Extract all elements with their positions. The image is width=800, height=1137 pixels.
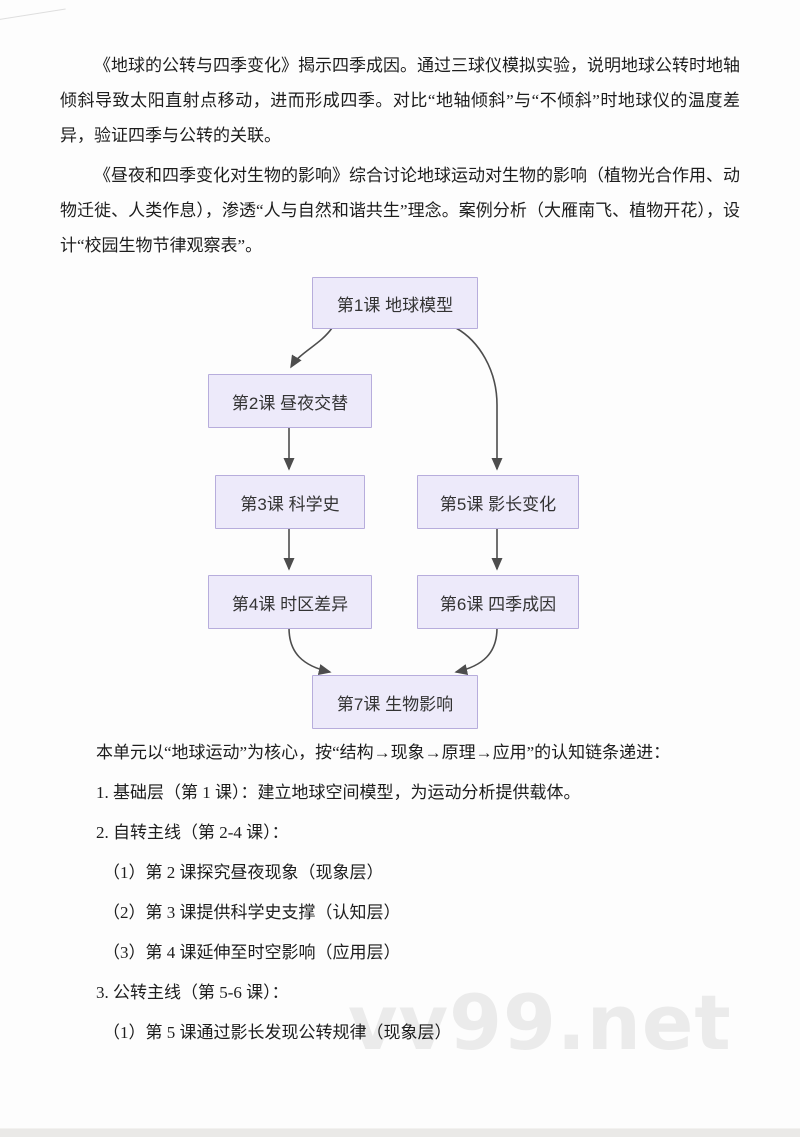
- outline-line: 本单元以“地球运动”为核心，按“结构→现象→原理→应用”的认知链条递进：: [96, 743, 671, 762]
- flow-node-lesson4: 第4课 时区差异: [208, 575, 372, 629]
- flow-node-lesson5: 第5课 影长变化: [417, 475, 579, 529]
- arrow-lesson6-lesson7: [454, 627, 498, 676]
- outline-line: （2）第 3 课提供科学史支撑（认知层）: [103, 903, 401, 922]
- body-paragraph: 《地球的公转与四季变化》揭示四季成因。通过三球仪模拟实验，说明地球公转时地轴倾斜…: [60, 56, 740, 145]
- page-bottom-edge: [0, 1128, 800, 1137]
- outline-line: 1. 基础层（第 1 课）：建立地球空间模型，为运动分析提供载体。: [96, 783, 581, 802]
- arrow-lesson1-lesson2: [290, 327, 333, 369]
- flow-node-lesson6: 第6课 四季成因: [417, 575, 579, 629]
- outline-line: （1）第 5 课通过影长发现公转规律（现象层）: [103, 1023, 452, 1042]
- flow-node-lesson1: 第1课 地球模型: [312, 277, 478, 329]
- body-paragraph: 《昼夜和四季变化对生物的影响》综合讨论地球运动对生物的影响（植物光合作用、动物迁…: [60, 166, 740, 255]
- body-text-block: 《地球的公转与四季变化》揭示四季成因。通过三球仪模拟实验，说明地球公转时地轴倾斜…: [60, 48, 740, 263]
- outline-line: 3. 公转主线（第 5-6 课）：: [96, 983, 289, 1002]
- arrow-lesson4-lesson7: [288, 627, 332, 676]
- outline-line: 2. 自转主线（第 2-4 课）：: [96, 823, 289, 842]
- arrow-lesson1-lesson5: [455, 327, 503, 471]
- outline-line: （1）第 2 课探究昼夜现象（现象层）: [103, 863, 384, 882]
- flowchart-arrows: [283, 327, 503, 676]
- scan-edge-artifact: [0, 8, 66, 21]
- unit-outline-block: 本单元以“地球运动”为核心，按“结构→现象→原理→应用”的认知链条递进： 1. …: [60, 733, 750, 1053]
- flow-node-lesson2: 第2课 昼夜交替: [208, 374, 372, 428]
- watermark: vv99.net: [348, 978, 732, 1067]
- flow-node-lesson7: 第7课 生物影响: [312, 675, 478, 729]
- unit-structure-flowchart: 第1课 地球模型 第2课 昼夜交替 第3课 科学史 第5课 影长变化 第4课 时…: [180, 275, 600, 735]
- outline-line: （3）第 4 课延伸至时空影响（应用层）: [103, 943, 401, 962]
- flow-node-lesson3: 第3课 科学史: [215, 475, 365, 529]
